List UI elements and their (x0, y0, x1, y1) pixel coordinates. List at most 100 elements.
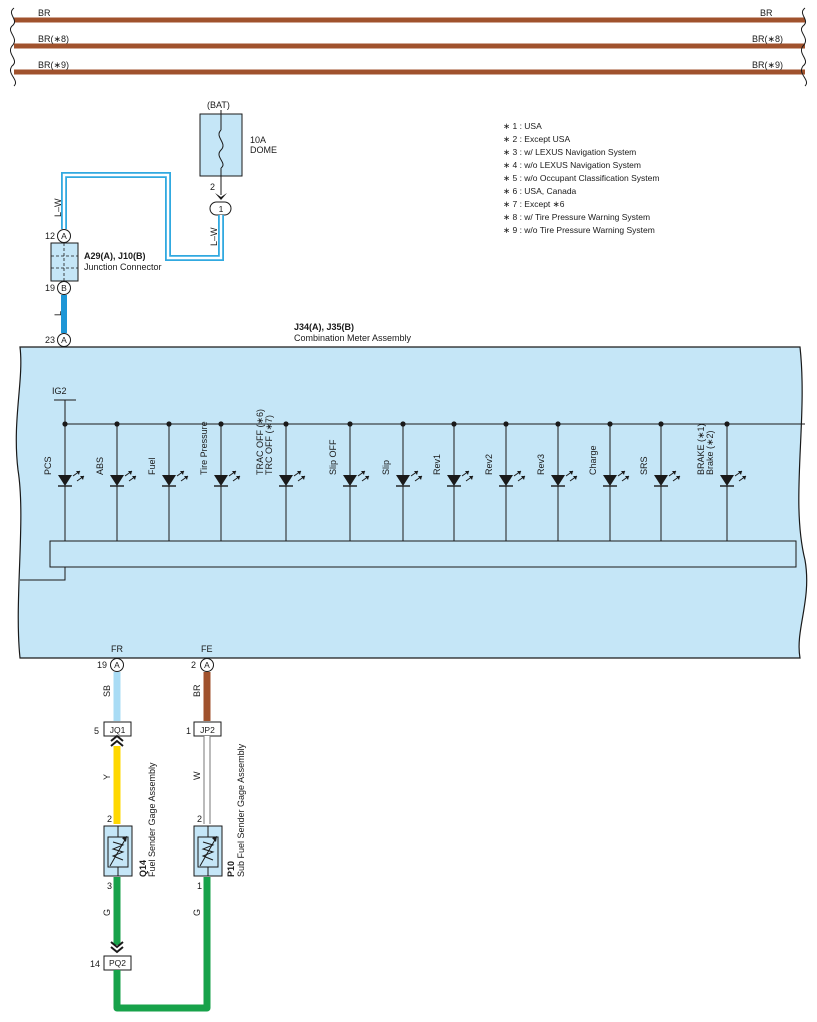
jq1-label: JQ1 (110, 725, 126, 735)
led-indicator: TRAC OFF (∗6)TRC OFF (∗7) (255, 409, 306, 541)
combination-meter: J34(A), J35(B) Combination Meter Assembl… (15, 322, 808, 659)
fuse-rating: 10A (250, 135, 266, 145)
fuse-connector-label: 1 (219, 204, 224, 214)
junction-pin-top: 12 (45, 231, 55, 241)
note-item: ∗ 4 : w/o LEXUS Navigation System (503, 160, 641, 170)
led-indicator: ABS (95, 421, 137, 541)
top-wire-bus: BR BR BR(∗8) BR(∗8) BR(∗9) BR(∗9) (10, 7, 807, 87)
junction-pin-bottom: 19 (45, 283, 55, 293)
sub-sender-name: Sub Fuel Sender Gage Assembly (236, 743, 246, 877)
wire-label-br9-left: BR(∗9) (38, 60, 69, 70)
wire-l-w: L–W L–W (53, 172, 224, 261)
led-label: ABS (95, 457, 105, 475)
pq2-junction-icon (110, 941, 124, 954)
fe-conn-label: A (204, 660, 210, 670)
led-icon (603, 475, 617, 486)
sub-sender-pin-top: 2 (197, 814, 202, 824)
wire-label-br8-left: BR(∗8) (38, 34, 69, 44)
wire-sb-label: SB (102, 685, 112, 697)
pq2-pin: 14 (90, 959, 100, 969)
main-sender-variable-icon (109, 837, 127, 867)
wire-br-label: BR (192, 684, 202, 697)
wire-g-ground (113, 877, 211, 1012)
junction-title: A29(A), J10(B) (84, 251, 146, 261)
led-icon (720, 475, 734, 486)
wire-lw-label-left: L–W (53, 198, 63, 217)
wire-g-main-label: G (102, 909, 112, 916)
wire-g-sub-label: G (192, 909, 202, 916)
note-item: ∗ 5 : w/o Occupant Classification System (503, 173, 659, 183)
meter-title: J34(A), J35(B) (294, 322, 354, 332)
led-label: Fuel (147, 457, 157, 475)
led-label: Tire Pressure (199, 421, 209, 475)
main-sender-pin-bottom: 3 (107, 881, 112, 891)
fuel-sender-circuit: FR FE 19 A 2 A SB BR 5 JQ1 1 JP2 Y W 2 2 (90, 644, 246, 1012)
led-indicator: SRS (639, 421, 681, 541)
jq1-pin: 5 (94, 726, 99, 736)
led-label: Charge (588, 445, 598, 475)
wire-y-label: Y (102, 774, 112, 780)
sub-sender-variable-icon (199, 837, 217, 867)
led-label: Slip OFF (328, 439, 338, 475)
led-label: Brake (∗2) (705, 430, 715, 475)
led-indicator: Slip OFF (328, 421, 370, 541)
main-sender-pin-top: 2 (107, 814, 112, 824)
led-indicator: Slip (381, 421, 423, 541)
led-label: Rev1 (432, 454, 442, 475)
led-icon (654, 475, 668, 486)
led-label: BRAKE (∗1) (696, 423, 706, 475)
pq2-label: PQ2 (109, 958, 126, 968)
led-group: PCS ABS Fuel Tire Pressure TRAC OFF (∗6)TRC … (43, 409, 747, 541)
led-label: TRC OFF (∗7) (264, 415, 274, 475)
led-icon (214, 475, 228, 486)
fuse-name: DOME (250, 145, 277, 155)
note-item: ∗ 8 : w/ Tire Pressure Warning System (503, 212, 650, 222)
led-label: TRAC OFF (∗6) (255, 409, 265, 475)
note-item: ∗ 3 : w/ LEXUS Navigation System (503, 147, 636, 157)
note-item: ∗ 7 : Except ∗6 (503, 199, 565, 209)
main-sender-code: Q14 (138, 860, 148, 877)
meter-module-bar (49, 540, 797, 568)
led-indicator: Rev1 (432, 421, 474, 541)
fr-connector (110, 658, 124, 672)
led-indicator: Tire Pressure (199, 421, 241, 541)
junction-bottom-conn-label: B (61, 283, 67, 293)
fe-connector (200, 658, 214, 672)
led-indicator: BRAKE (∗1)Brake (∗2) (696, 421, 747, 541)
led-label: PCS (43, 456, 53, 475)
meter-ig2-label: IG2 (52, 386, 67, 396)
fr-label: FR (111, 644, 123, 654)
note-item: ∗ 6 : USA, Canada (503, 186, 577, 196)
fr-conn-label: A (114, 660, 120, 670)
junction-top-conn-label: A (61, 231, 67, 241)
meter-pin-in: 23 (45, 335, 55, 345)
fe-pin: 2 (191, 660, 196, 670)
meter-body (15, 346, 808, 659)
led-label: SRS (639, 456, 649, 475)
wire-lw-label-right: L–W (209, 227, 219, 246)
fe-label: FE (201, 644, 213, 654)
sub-sender-pin-bottom: 1 (197, 881, 202, 891)
junction-body (50, 242, 79, 282)
led-indicator: PCS (43, 421, 85, 541)
led-icon (343, 475, 357, 486)
led-icon (447, 475, 461, 486)
led-icon (58, 475, 72, 486)
main-sender-name: Fuel Sender Gage Assembly (147, 762, 157, 877)
jp2-pin: 1 (186, 726, 191, 736)
note-item: ∗ 9 : w/o Tire Pressure Warning System (503, 225, 655, 235)
led-indicator: Fuel (147, 421, 189, 541)
fuse-bat-label: (BAT) (207, 100, 230, 110)
junction-connector: 12 A A29(A), J10(B) Junction Connector 1… (45, 229, 162, 359)
led-label: Rev2 (484, 454, 494, 475)
fuse-element-icon (218, 129, 224, 169)
led-indicator: Rev3 (536, 421, 578, 541)
led-indicator: Rev2 (484, 421, 526, 541)
junction-bottom-connector (57, 281, 71, 295)
led-label: Slip (381, 460, 391, 475)
led-icon (162, 475, 176, 486)
wire-label-br-right: BR (760, 8, 773, 18)
wire-label-br-left: BR (38, 8, 51, 18)
led-indicator: Charge (588, 421, 630, 541)
meter-subtitle: Combination Meter Assembly (294, 333, 412, 343)
